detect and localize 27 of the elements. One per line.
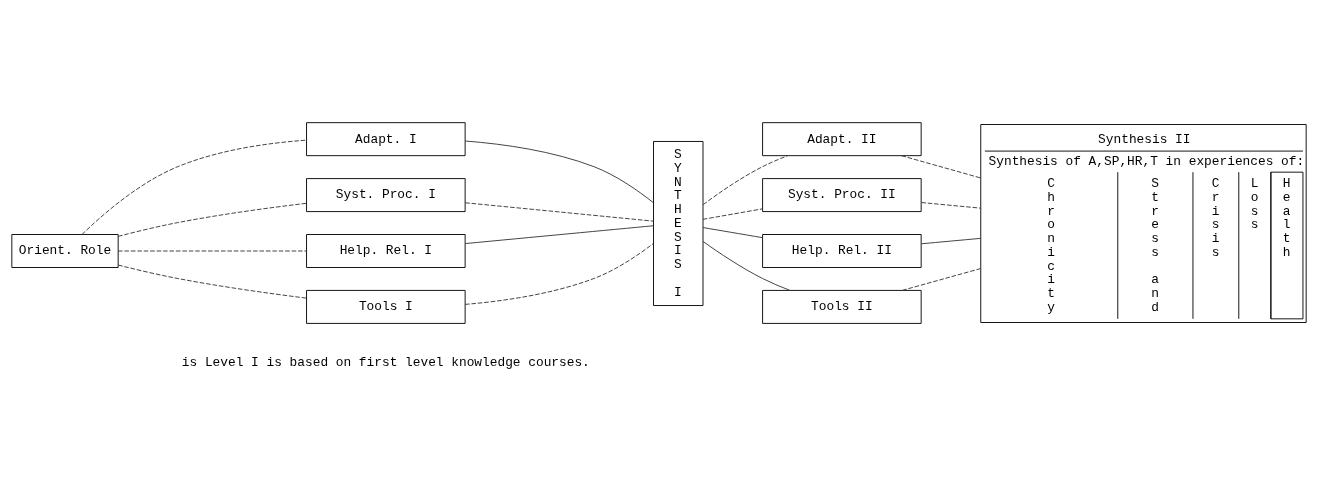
connector [921,237,982,244]
connector [117,202,307,237]
connector [702,226,763,238]
label: is Level I is based on first level knowledge courses. [181,354,590,370]
connector [464,242,654,305]
connector [464,224,654,244]
node-box: Orient. Role [11,233,119,268]
node-box: Syst. Proc. I [306,177,466,212]
connector [464,201,654,222]
connector [464,140,654,203]
connector [921,201,982,209]
node-box: SYNTHESIS I [653,140,704,306]
connector [702,207,763,220]
connector [117,250,307,251]
node-box: Syst. Proc. II [762,177,922,212]
node-box: Help. Rel. I [306,233,466,268]
connector [117,264,307,299]
node-box: Tools II [762,289,922,324]
connector [901,267,981,291]
node-box: Adapt. II [762,121,922,156]
connector [901,154,981,178]
connector [81,139,307,235]
node-box: Help. Rel. II [762,233,922,268]
node-box: Adapt. I [306,121,466,156]
connector [702,240,791,291]
connector [702,154,788,205]
node-box: Tools I [306,289,466,324]
